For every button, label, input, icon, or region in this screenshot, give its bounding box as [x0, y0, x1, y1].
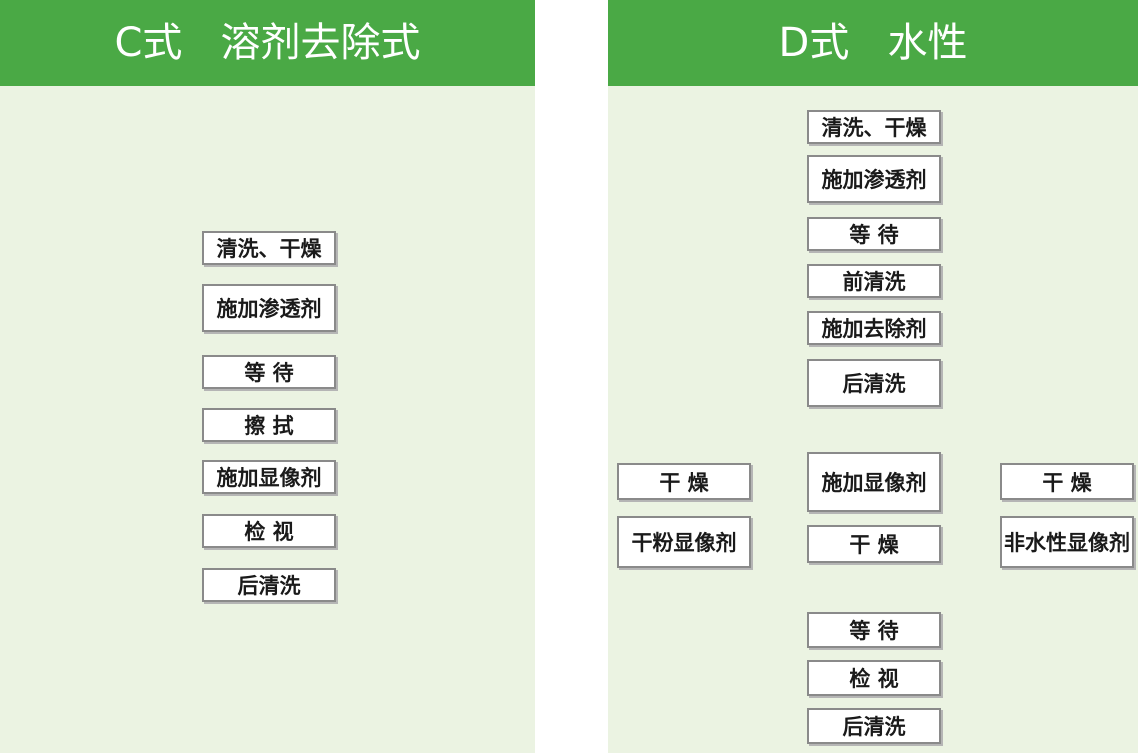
- d-bottom-step-1: 等 待: [807, 612, 941, 648]
- c-step-5: 施加显像剂: [202, 460, 336, 494]
- d-mid-step-2: 干 燥: [807, 525, 941, 563]
- d-step-3: 等 待: [807, 217, 941, 251]
- d-left-step-1: 干 燥: [617, 463, 751, 500]
- panel-d-title: D式 水性: [608, 0, 1138, 86]
- panel-d-water-based: D式 水性 清洗、干燥 施加渗透剂 等 待 前清洗 施加去除剂 后清洗 干 燥 …: [608, 0, 1138, 753]
- c-step-1: 清洗、干燥: [202, 231, 336, 265]
- panel-c-title: C式 溶剂去除式: [0, 0, 535, 86]
- c-step-2: 施加渗透剂: [202, 284, 336, 332]
- c-step-4: 擦 拭: [202, 408, 336, 442]
- d-left-step-2: 干粉显像剂: [617, 516, 751, 568]
- d-step-4: 前清洗: [807, 264, 941, 298]
- panel-c-solvent-removal: C式 溶剂去除式 清洗、干燥 施加渗透剂 等 待 擦 拭 施加显像剂 检 视 后…: [0, 0, 535, 753]
- d-step-5: 施加去除剂: [807, 311, 941, 345]
- d-mid-step-1: 施加显像剂: [807, 452, 941, 512]
- c-step-3: 等 待: [202, 355, 336, 389]
- d-bottom-step-3: 后清洗: [807, 708, 941, 744]
- d-right-step-2: 非水性显像剂: [1000, 516, 1134, 568]
- c-step-6: 检 视: [202, 514, 336, 548]
- d-step-1: 清洗、干燥: [807, 110, 941, 144]
- d-right-step-1: 干 燥: [1000, 463, 1134, 500]
- c-step-7: 后清洗: [202, 568, 336, 602]
- d-step-2: 施加渗透剂: [807, 155, 941, 203]
- d-step-6: 后清洗: [807, 359, 941, 407]
- d-bottom-step-2: 检 视: [807, 660, 941, 696]
